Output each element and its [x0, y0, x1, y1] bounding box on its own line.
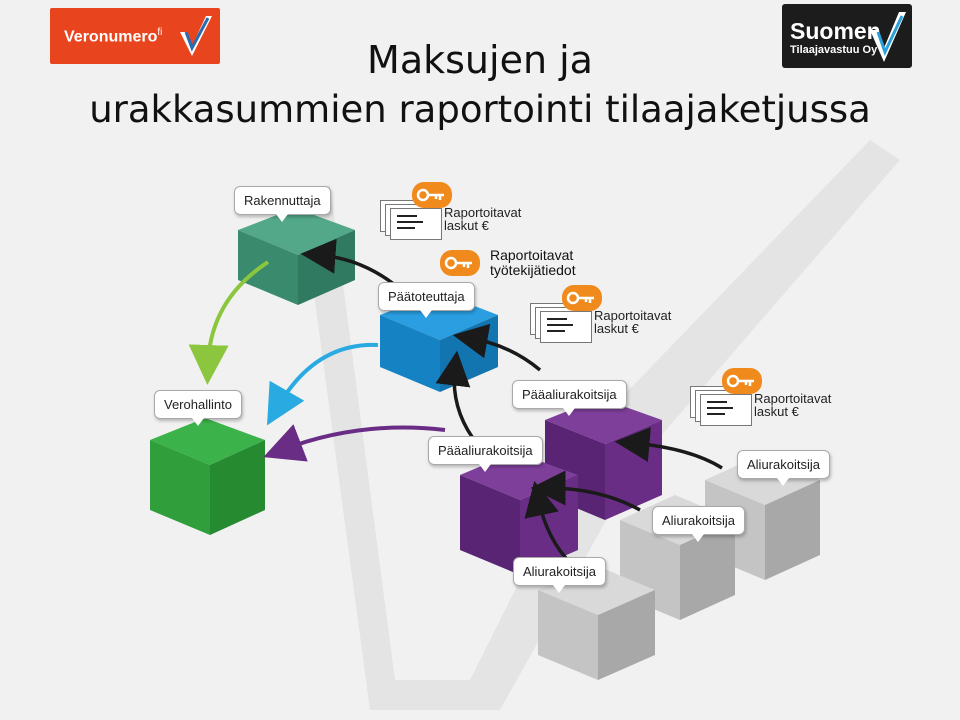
suomen-logo-line1: Suomen: [790, 18, 881, 44]
arrow-paatoteuttaja-to-rakennuttaja: [300, 238, 397, 287]
key-icon: [722, 368, 762, 394]
key-icon: [562, 285, 602, 311]
veronumero-logo-text: Veronumerofi: [64, 27, 163, 46]
callout-paatoteuttaja: Päätoteuttaja: [378, 282, 475, 318]
callout-aliurakoitsija-1: Aliurakoitsija: [513, 557, 606, 593]
arrow-rakennuttaja-to-verohallinto: [188, 260, 270, 385]
arrow-paaali-to-verohallinto: [263, 424, 446, 462]
suomen-tilaajavastuu-logo: Suomen Tilaajavastuu Oy: [782, 4, 912, 68]
checkmark-icon: [180, 16, 212, 56]
callout-aliurakoitsija-3: Aliurakoitsija: [737, 450, 830, 486]
cube-aliurakoitsija-1: [538, 565, 655, 680]
page-title-line1: Maksujen ja: [367, 38, 593, 82]
callout-paaaliurakoitsija-2: Pääaliurakoitsija: [512, 380, 627, 416]
callout-paaaliurakoitsija-1: Pääaliurakoitsija: [428, 436, 543, 472]
veronumero-logo: Veronumerofi: [50, 8, 220, 64]
callout-verohallinto: Verohallinto: [154, 390, 242, 426]
callout-rakennuttaja: Rakennuttaja: [234, 186, 331, 222]
callout-aliurakoitsija-2: Aliurakoitsija: [652, 506, 745, 542]
arrow-aliurakoitsija3-to-paaali2: [614, 427, 723, 470]
key-icon: [440, 250, 480, 276]
suomen-logo-line2: Tilaajavastuu Oy: [790, 44, 878, 56]
page-title-line2: urakkasummien raportointi tilaajaketjuss…: [89, 88, 871, 131]
arrow-to-paatoteuttaja: [452, 323, 542, 372]
cube-verohallinto: [150, 418, 265, 535]
key-icon: [412, 182, 452, 208]
checkmark-icon: [870, 12, 906, 62]
arrow-paatoteuttaja-to-verohallinto: [267, 342, 379, 426]
